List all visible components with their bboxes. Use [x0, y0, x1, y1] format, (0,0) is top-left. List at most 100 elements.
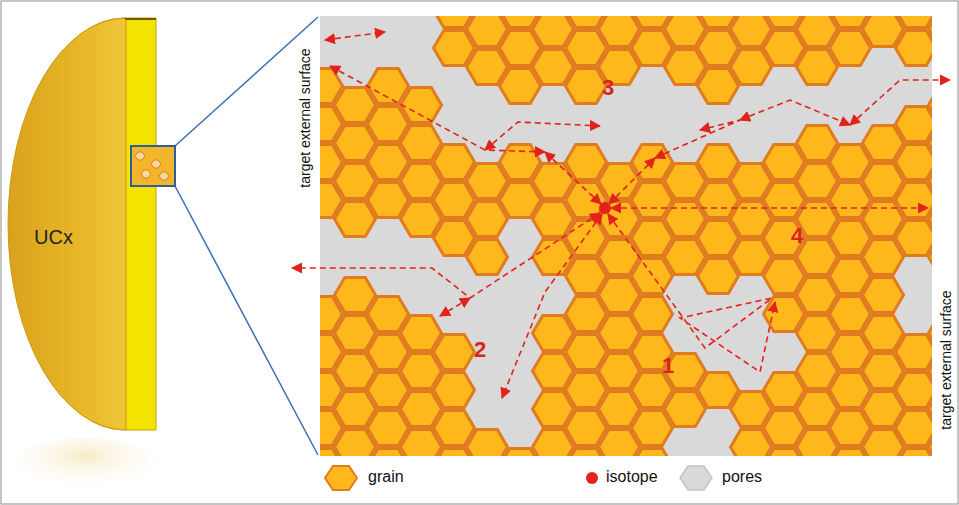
- grain-hexagon: [764, 297, 805, 332]
- grain-hexagon: [896, 183, 933, 218]
- grain-hexagon: [764, 373, 805, 408]
- grain-hexagon: [797, 126, 838, 161]
- diffusion-paths: [292, 32, 950, 398]
- grain-hexagon: [896, 16, 933, 27]
- grain-hexagon: [731, 202, 772, 237]
- grain-hexagon: [896, 107, 933, 142]
- grain-hexagon: [764, 145, 805, 180]
- surface-label: target external surface: [938, 290, 954, 429]
- grain-hexagon: [764, 221, 805, 256]
- grain-hexagon: [830, 297, 871, 332]
- grain-hexagon: [533, 164, 574, 199]
- diffusion-arrow: [325, 32, 385, 40]
- grain-hexagon: [401, 354, 442, 389]
- grain-hexagon: [434, 145, 475, 180]
- grain-hexagon: [896, 335, 933, 370]
- grain-hexagon: [929, 240, 933, 275]
- target-disc: UCx: [6, 14, 176, 439]
- grain-hexagon: [566, 259, 607, 294]
- grain-hexagon: [566, 69, 607, 104]
- grain-hexagon: [599, 202, 640, 237]
- grain-hexagon: [698, 373, 739, 408]
- grain-hexagon: [533, 50, 574, 85]
- grain-hexagon: [929, 202, 933, 237]
- diffusion-arrow: [740, 100, 850, 125]
- grain-hexagon: [665, 202, 706, 237]
- grain-hexagon: [401, 126, 442, 161]
- grain-hexagon: [929, 354, 933, 389]
- grain-hexagon: [896, 221, 933, 256]
- pore-ground: [320, 16, 932, 456]
- grain-hexagon: [368, 145, 409, 180]
- grain-hexagon: [566, 221, 607, 256]
- grain-hexagon: [863, 16, 904, 46]
- grain-hexagon: [401, 202, 442, 237]
- grain-hexagon: [434, 373, 475, 408]
- pores-swatch: [680, 466, 712, 490]
- grain-hexagon: [929, 316, 933, 351]
- grain-hexagon: [401, 316, 442, 351]
- grain-hexagon: [566, 145, 607, 180]
- grain-hexagon: [401, 164, 442, 199]
- grain-hexagon: [335, 278, 376, 313]
- grain-hexagon: [797, 278, 838, 313]
- diffusion-arrow: [850, 80, 950, 125]
- isotope-dot: [599, 202, 611, 214]
- grain-hexagon: [665, 164, 706, 199]
- grain-hexagon: [797, 16, 838, 46]
- grain-hexagon: [566, 411, 607, 446]
- grain-hexagon: [533, 240, 574, 275]
- callout-number: 2: [474, 337, 486, 363]
- grain-hexagon: [863, 240, 904, 275]
- grain-hexagon: [698, 31, 739, 66]
- grain-hexagon: [797, 50, 838, 85]
- grain-hexagon: [929, 88, 933, 123]
- grain-hexagon: [830, 31, 871, 66]
- grain-hexagon: [368, 297, 409, 332]
- grain-hexagon: [797, 164, 838, 199]
- grain-hexagon: [335, 202, 376, 237]
- grain-hexagon: [434, 411, 475, 446]
- grain-hexagon: [896, 145, 933, 180]
- grain-hexagon: [929, 430, 933, 456]
- diffusion-arrow: [545, 152, 601, 204]
- grain-hexagon: [665, 16, 706, 46]
- grain-hexagon: [599, 16, 640, 46]
- grain-hexagon: [368, 183, 409, 218]
- callout-number: 1: [662, 353, 674, 379]
- zoom-line: [175, 17, 318, 146]
- grain-hexagon: [368, 335, 409, 370]
- grain-hexagon: [467, 240, 508, 275]
- disc-shape: [6, 14, 176, 439]
- grain-hexagon: [830, 145, 871, 180]
- grain-hexagon: [533, 392, 574, 427]
- grain-hexagon: [566, 335, 607, 370]
- grain-hexagon: [434, 183, 475, 218]
- grain-hexagon: [599, 278, 640, 313]
- grain-hexagon: [533, 354, 574, 389]
- grain-hexagon: [830, 259, 871, 294]
- zoom-line: [175, 186, 318, 455]
- grain-hexagon: [566, 297, 607, 332]
- grain-hexagon: [731, 16, 772, 46]
- grain-hexagon: [830, 221, 871, 256]
- grain-hexagon: [335, 126, 376, 161]
- grain-hexagon: [467, 202, 508, 237]
- grain-hexagon: [500, 69, 541, 104]
- isotope-swatch: [586, 472, 598, 484]
- diffusion-arrow: [609, 158, 655, 204]
- grain-hexagon: [566, 183, 607, 218]
- grain-hexagon: [896, 449, 933, 456]
- grain-hexagon: [797, 316, 838, 351]
- grain-hexagon: [764, 183, 805, 218]
- callout-number: 3: [602, 75, 614, 101]
- zoom-box: [131, 146, 175, 186]
- diffusion-arrow: [440, 298, 470, 316]
- grain-hexagon: [632, 31, 673, 66]
- grain-hexagon: [632, 297, 673, 332]
- legend-text: isotope: [606, 468, 658, 486]
- grain-hexagon: [632, 259, 673, 294]
- grain-hexagon: [830, 183, 871, 218]
- grain-hexagon: [863, 392, 904, 427]
